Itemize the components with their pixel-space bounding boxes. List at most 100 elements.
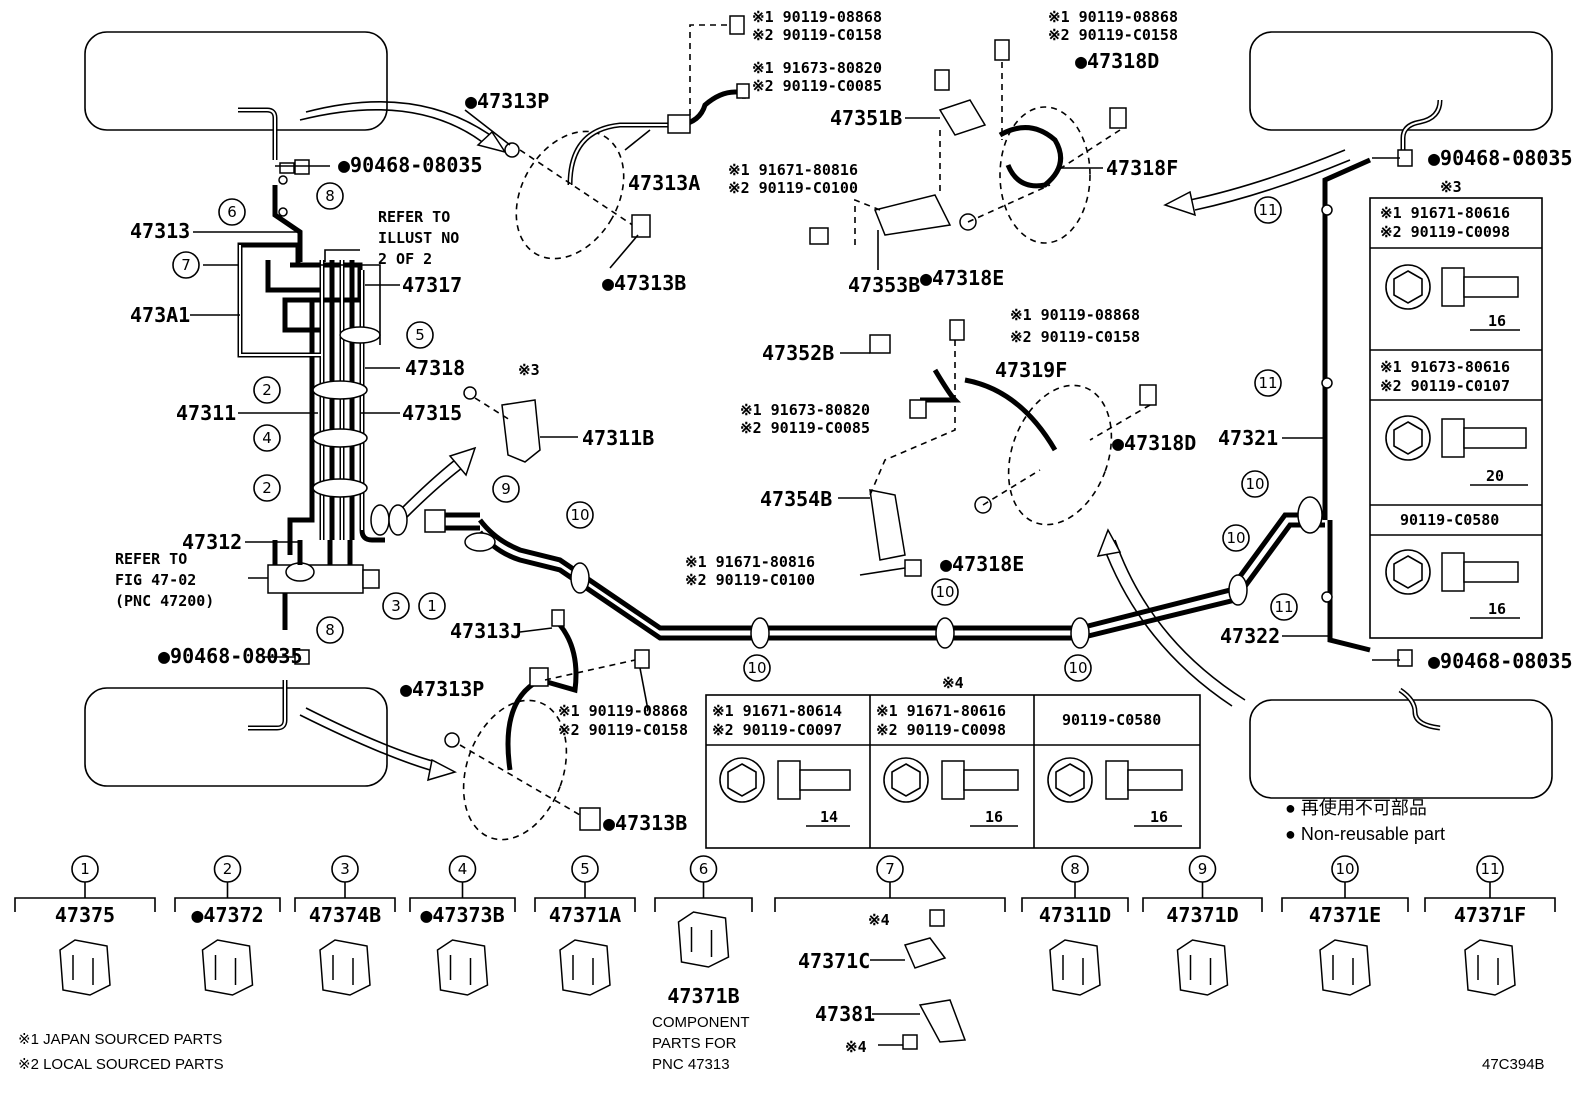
box3-row2-l1: ※1 91673-80616 — [1380, 358, 1510, 376]
bottom-group-number: 3 — [340, 860, 350, 878]
label-47318D-mid: ●47318D — [1112, 431, 1196, 455]
bolt-b6-l1: ※1 91673-80820 — [740, 401, 870, 419]
callout-c1-circle — [418, 592, 446, 620]
label-47318F: 47318F — [1106, 156, 1178, 180]
refer-fig-line2: FIG 47-02 — [115, 571, 196, 589]
bottom-group-part: 47371D — [1166, 903, 1238, 927]
bottom-group-part: ●47373B — [420, 903, 504, 927]
clip-part-drawing — [559, 939, 611, 996]
callout-c8a-circle — [316, 182, 344, 210]
callout-c8b: 8 — [325, 621, 335, 639]
diagram-id: 47C394B — [1482, 1056, 1545, 1073]
callout-c4: 4 — [262, 429, 272, 447]
bottom-group-bracket — [14, 882, 156, 912]
callout-c10f: 10 — [1245, 475, 1264, 493]
legend-non-reusable-en: ● Non-reusable part — [1285, 824, 1445, 844]
box4-mark: ※4 — [942, 674, 964, 692]
label-47353B: 47353B — [848, 273, 920, 297]
refer-illust-line1: REFER TO — [378, 208, 450, 226]
legend-non-reusable-jp: ● 再使用不可部品 — [1285, 798, 1427, 818]
bolt-b2-l2: ※2 90119-C0085 — [752, 77, 882, 95]
box3-row1-l2: ※2 90119-C0098 — [1380, 223, 1510, 241]
bottom-group-part: 47371F — [1454, 903, 1526, 927]
bolt-b5-l2: ※2 90119-C0158 — [1010, 328, 1140, 346]
box3-row3-l1: 90119-C0580 — [1400, 511, 1499, 529]
box3-dim3: 16 — [1488, 600, 1506, 618]
callout-c10e: 10 — [1226, 529, 1245, 547]
bottom-group-circle — [71, 855, 99, 883]
footnote-local-sourced: ※2 LOCAL SOURCED PARTS — [18, 1056, 224, 1073]
label-47313P-bottom: ●47313P — [400, 677, 484, 701]
component-note-line3: PNC 47313 — [652, 1056, 730, 1073]
bolt-b1-l2: ※2 90119-C0158 — [752, 26, 882, 44]
callout-c10b-circle — [743, 654, 771, 682]
callout-c5: 5 — [415, 326, 425, 344]
bottom-group-number: 1 — [80, 860, 90, 878]
bottom-group-circle — [876, 855, 904, 883]
callout-c11c-circle — [1270, 593, 1298, 621]
label-47313: 47313 — [130, 219, 190, 243]
bottom-group-circle — [213, 855, 242, 883]
clip-part-drawing — [319, 939, 371, 996]
callout-c3-circle — [382, 592, 410, 620]
callout-c10a-circle — [566, 501, 594, 529]
label-90468-top-left: ●90468-08035 — [338, 153, 483, 177]
bottom-group-bracket — [534, 882, 636, 912]
box3-row2-l2: ※2 90119-C0107 — [1380, 377, 1510, 395]
box4-col2-l2: ※2 90119-C0098 — [876, 721, 1006, 739]
label-47317: 47317 — [402, 273, 462, 297]
bolt-b3-l1: ※1 91671-80816 — [728, 161, 858, 179]
front-right-wheel-area — [1249, 31, 1553, 131]
bolt-b7-l2: ※2 90119-C0100 — [685, 571, 815, 589]
label-47311B: 47311B — [582, 426, 654, 450]
box4-dim3: 16 — [1150, 808, 1168, 826]
bottom-group-bracket — [1142, 882, 1263, 912]
clip-part-drawing — [1049, 939, 1101, 996]
label-473A1: 473A1 — [130, 303, 190, 327]
callout-c10e-circle — [1222, 524, 1250, 552]
group7-mark-b: ※4 — [845, 1038, 867, 1056]
component-note-line1: COMPONENT — [652, 1014, 750, 1031]
label-47318D-top: ●47318D — [1075, 49, 1159, 73]
bottom-group-part: 47371A — [549, 903, 621, 927]
bottom-group-circle — [448, 855, 477, 883]
clip-part-drawing — [1464, 939, 1516, 996]
label-47313B-bottom: ●47313B — [603, 811, 687, 835]
callout-c11c: 11 — [1274, 598, 1293, 616]
box4-dim2: 16 — [985, 808, 1003, 826]
clip-part-drawing — [59, 939, 111, 996]
bottom-group-part: ●47372 — [191, 903, 263, 927]
bottom-group-circle — [1188, 855, 1217, 883]
callout-c6: 6 — [227, 203, 237, 221]
callout-c10d: 10 — [1068, 659, 1087, 677]
bottom-group-number: 6 — [699, 860, 709, 878]
box4-col1-l2: ※2 90119-C0097 — [712, 721, 842, 739]
callout-c10f-circle — [1241, 470, 1269, 498]
label-47319F: 47319F — [995, 358, 1067, 382]
callout-c10b: 10 — [747, 659, 766, 677]
label-47321: 47321 — [1218, 426, 1278, 450]
bolt-b8-l2: ※2 90119-C0158 — [558, 721, 688, 739]
callout-c7-circle — [172, 251, 200, 279]
callout-c6-circle — [218, 198, 246, 226]
mark-3-small: ※3 — [518, 361, 540, 379]
label-47318: 47318 — [405, 356, 465, 380]
bolt-b1-l1: ※1 90119-08868 — [752, 8, 882, 26]
refer-fig-line1: REFER TO — [115, 550, 187, 568]
box4-col3-l1: 90119-C0580 — [1062, 711, 1161, 729]
label-47313P-top: ●47313P — [465, 89, 549, 113]
callout-c2a-circle — [253, 376, 281, 404]
bottom-group-circle — [1061, 855, 1089, 883]
box4-col2-l1: ※1 91671-80616 — [876, 702, 1006, 720]
callout-c11a-circle — [1254, 196, 1282, 224]
label-90468-right-bottom: ●90468-08035 — [1428, 649, 1573, 673]
refer-illust-line3: 2 OF 2 — [378, 250, 432, 268]
bolt-table-4: ※4 ※1 91671-80614 ※2 90119-C0097 ※1 9167… — [705, 674, 1201, 849]
box3-row1-l1: ※1 91671-80616 — [1380, 204, 1510, 222]
clip-part-drawing — [677, 911, 730, 968]
callout-c11b-circle — [1254, 369, 1282, 397]
bottom-group-number: 7 — [885, 860, 895, 878]
footnote-japan-sourced: ※1 JAPAN SOURCED PARTS — [18, 1031, 222, 1048]
bolt-b4-l2: ※2 90119-C0158 — [1048, 26, 1178, 44]
front-left-wheel-area — [84, 31, 388, 131]
